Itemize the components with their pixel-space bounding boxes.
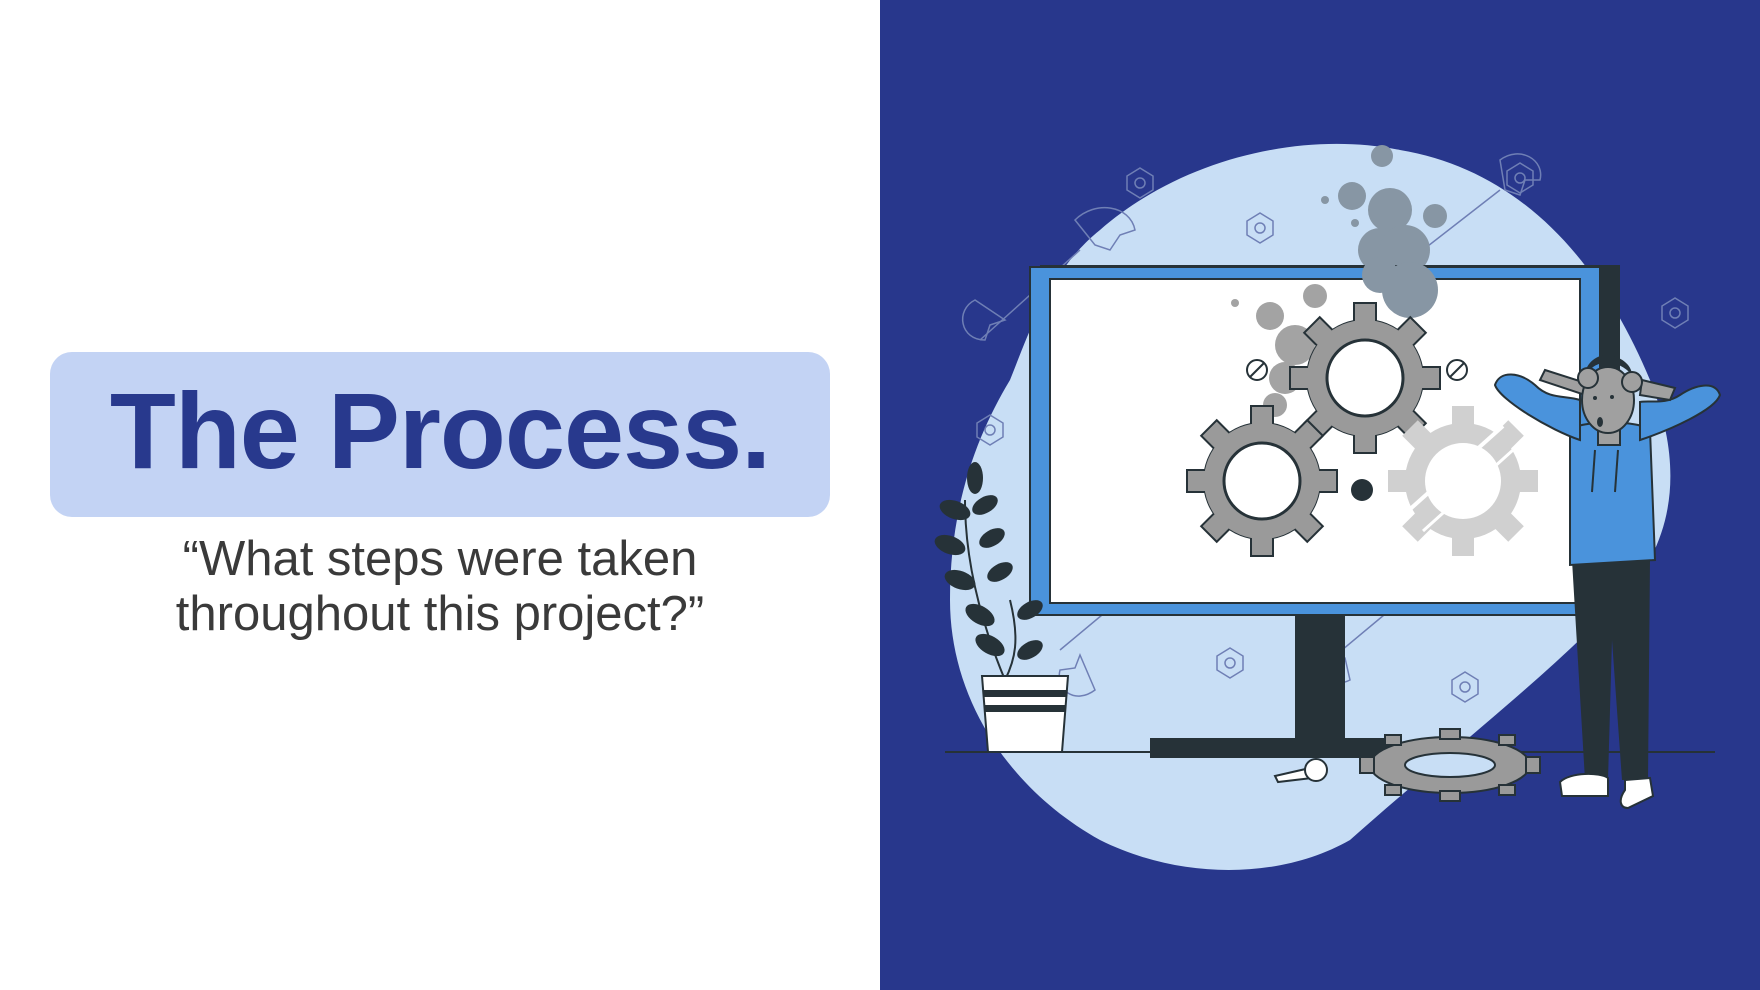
gear-left	[1186, 405, 1338, 557]
broken-gears-illustration	[934, 143, 1722, 871]
gear-missing	[1388, 406, 1538, 556]
plant	[934, 462, 1043, 681]
axle-dot	[1351, 479, 1373, 501]
screen-smoke	[1231, 257, 1438, 417]
screw-icons	[1246, 359, 1468, 381]
fallen-screw	[1273, 758, 1328, 784]
subtitle-line-1: “What steps were taken	[182, 532, 698, 586]
monitor-base	[1150, 738, 1390, 758]
monitor-stand	[1295, 615, 1345, 740]
illustration-panel	[880, 0, 1760, 990]
slide-title: The Process.	[109, 370, 771, 491]
text-panel: The Process. “What steps were taken thro…	[50, 352, 830, 642]
subtitle-line-2: throughout this project?”	[175, 587, 705, 641]
plant-pot	[980, 675, 1070, 753]
slide-subtitle: “What steps were taken throughout this p…	[50, 532, 830, 642]
fallen-gear	[1359, 728, 1541, 802]
title-band: The Process.	[50, 352, 830, 517]
confused-person	[1493, 355, 1722, 810]
nut-icons	[976, 162, 1689, 703]
